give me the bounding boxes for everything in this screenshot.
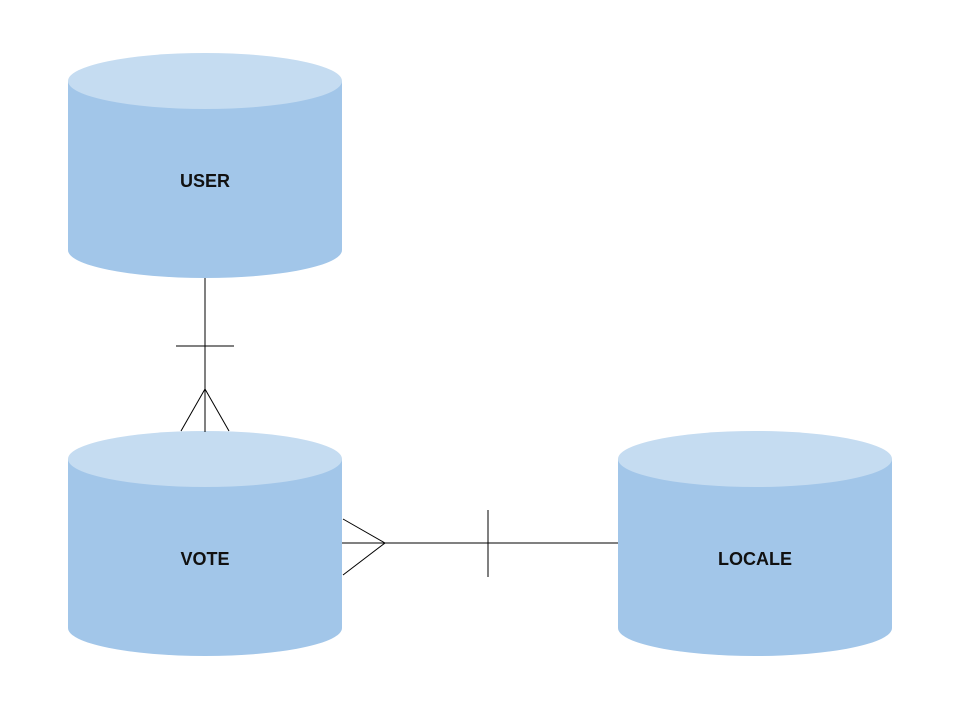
entity-vote-body	[68, 459, 342, 656]
entity-user-body	[68, 81, 342, 278]
entity-user-top	[68, 53, 342, 109]
entity-locale-body	[618, 459, 892, 656]
crows-foot-vote-top	[180, 387, 230, 432]
entity-user[interactable]: USER	[68, 53, 342, 278]
connector-locale-vote[interactable]	[342, 510, 618, 577]
entity-locale-top	[618, 431, 892, 487]
connector-user-vote[interactable]	[176, 278, 234, 432]
entity-locale[interactable]: LOCALE	[618, 431, 892, 656]
entity-vote[interactable]: VOTE	[68, 431, 342, 656]
entity-user-label: USER	[180, 171, 230, 191]
entity-vote-top	[68, 431, 342, 487]
entity-vote-label: VOTE	[180, 549, 229, 569]
entity-locale-label: LOCALE	[718, 549, 792, 569]
crows-foot-vote-right	[342, 518, 386, 576]
